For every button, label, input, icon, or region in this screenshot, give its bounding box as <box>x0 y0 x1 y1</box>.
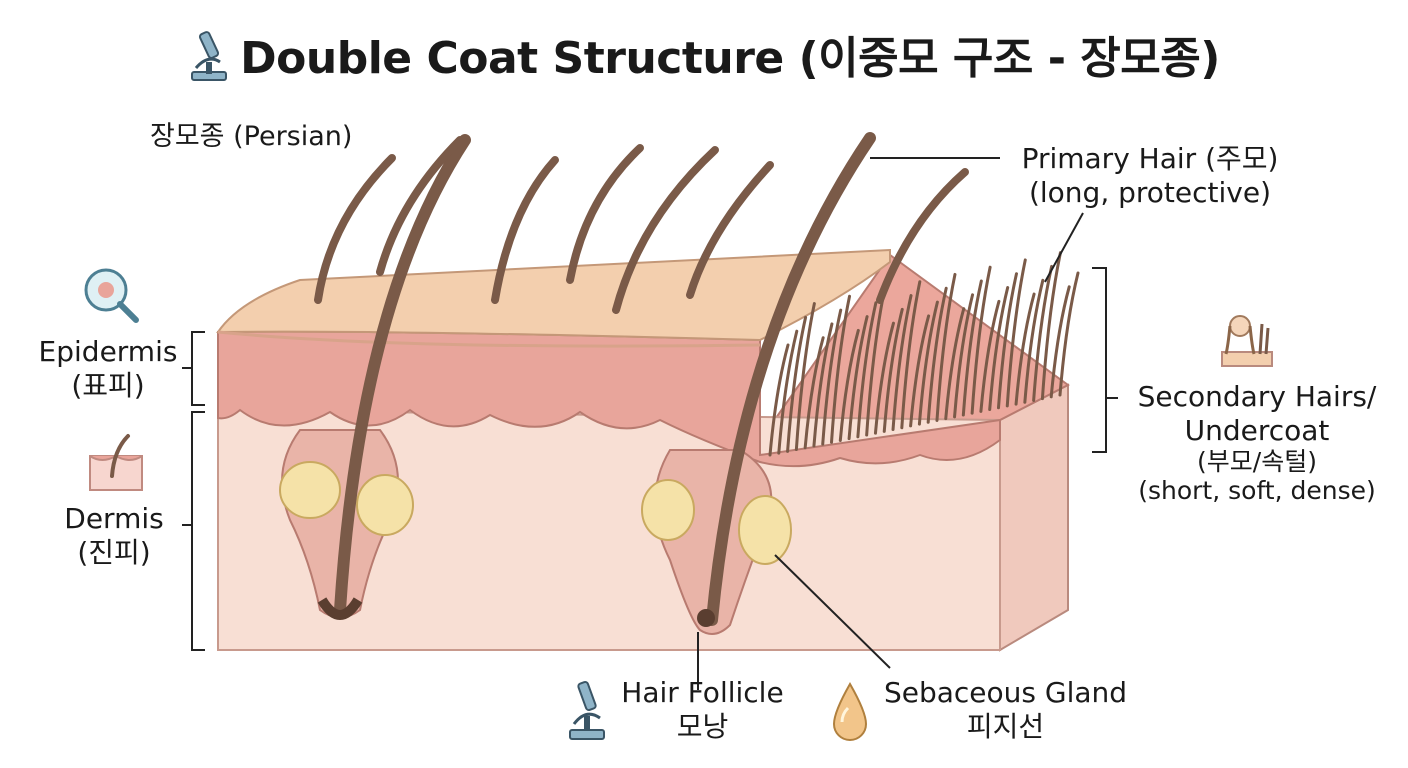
gland-left-a <box>279 461 341 519</box>
hair-follicle-korean: 모낭 <box>676 710 729 743</box>
undercoat-hair <box>830 294 852 444</box>
breed-label: 장모종 (Persian) <box>150 121 353 152</box>
epidermis-korean: (표피) <box>71 369 145 402</box>
undercoat-hair <box>891 294 913 432</box>
leader-lines <box>182 157 1118 690</box>
dermis-label: Dermis (진피) <box>14 502 214 570</box>
sebaceous-gland-label: Sebaceous Gland 피지선 <box>868 676 1143 744</box>
primary-hairs <box>314 132 969 626</box>
undercoat-hair <box>882 307 904 433</box>
undercoat-hair <box>786 315 808 453</box>
undercoat-hair <box>873 321 895 435</box>
undercoat-hair <box>856 301 878 439</box>
primary-hair-desc: (long, protective) <box>1028 176 1272 209</box>
undercoat-hair <box>865 287 887 437</box>
hair-person-icon <box>1218 310 1276 374</box>
primary-hair-title: Primary Hair (주모) <box>1021 142 1279 175</box>
undercoat-hair <box>847 315 869 441</box>
diagram-title: Double Coat Structure (이중모 구조 - 장모종) <box>0 22 1408 95</box>
undercoat-hair <box>1058 271 1080 397</box>
block-side-face <box>999 383 1069 652</box>
undercoat-hair <box>979 299 1001 413</box>
undercoat-hair <box>944 307 966 421</box>
undercoat-hair <box>917 300 939 426</box>
sebaceous-gland-title: Sebaceous Gland <box>883 676 1128 709</box>
undercoat-hair <box>953 293 975 419</box>
undercoat-hair <box>935 272 957 422</box>
secondary-hairs-desc: (short, soft, dense) <box>1138 476 1376 505</box>
hair-bulb <box>697 609 715 627</box>
magnifier-icon <box>82 266 142 330</box>
undercoat-hair <box>988 286 1010 412</box>
hair-follicle-label: Hair Follicle 모낭 <box>605 676 800 744</box>
undercoat-hair <box>768 343 790 457</box>
skin-section-icon <box>88 432 144 496</box>
dermis-title: Dermis <box>64 502 164 535</box>
microscope-icon <box>566 678 608 746</box>
epidermis-label: Epidermis (표피) <box>8 335 208 403</box>
microscope-icon <box>188 28 230 95</box>
undercoat-hair <box>777 329 799 455</box>
undercoat-hair <box>1005 258 1027 408</box>
epidermis-title: Epidermis <box>38 335 178 368</box>
gland-right-a <box>641 479 695 541</box>
sebaceous-gland-korean: 피지선 <box>966 710 1045 743</box>
undercoat-hair <box>838 328 860 442</box>
secondary-hairs-title: Secondary Hairs/ <box>1137 380 1377 413</box>
undercoat-hair <box>909 314 931 428</box>
undercoat-hair <box>996 272 1018 410</box>
undercoat-hair <box>803 336 825 450</box>
undercoat-hair <box>1014 292 1036 406</box>
undercoat-hair <box>961 279 983 417</box>
secondary-hairs-korean: (부모/속털) <box>1197 447 1317 476</box>
undercoat-hair <box>1032 264 1054 402</box>
undercoat-hair <box>794 302 816 452</box>
oil-drop-icon <box>830 680 870 748</box>
hair-follicle-title: Hair Follicle <box>621 676 784 709</box>
secondary-hairs-label: Secondary Hairs/ Undercoat (부모/속털) (shor… <box>1118 380 1396 506</box>
primary-hair-label: Primary Hair (주모) (long, protective) <box>1005 142 1295 210</box>
secondary-hairs-title2: Undercoat <box>1184 414 1330 447</box>
undercoat-hair <box>812 322 834 448</box>
gland-left-b <box>356 474 414 536</box>
undercoat-hair <box>1023 278 1045 404</box>
undercoat-hair <box>821 308 843 446</box>
dermis-korean: (진피) <box>77 536 151 569</box>
undercoat-hair <box>900 280 922 430</box>
undercoat-hairs <box>768 251 1080 457</box>
undercoat-hair <box>970 265 992 415</box>
title-text: Double Coat Structure (이중모 구조 - 장모종) <box>240 33 1220 84</box>
undercoat-hair <box>1049 285 1071 399</box>
undercoat-hair <box>1040 251 1062 401</box>
sebaceous-gland <box>738 495 792 565</box>
undercoat-hair <box>926 286 948 424</box>
